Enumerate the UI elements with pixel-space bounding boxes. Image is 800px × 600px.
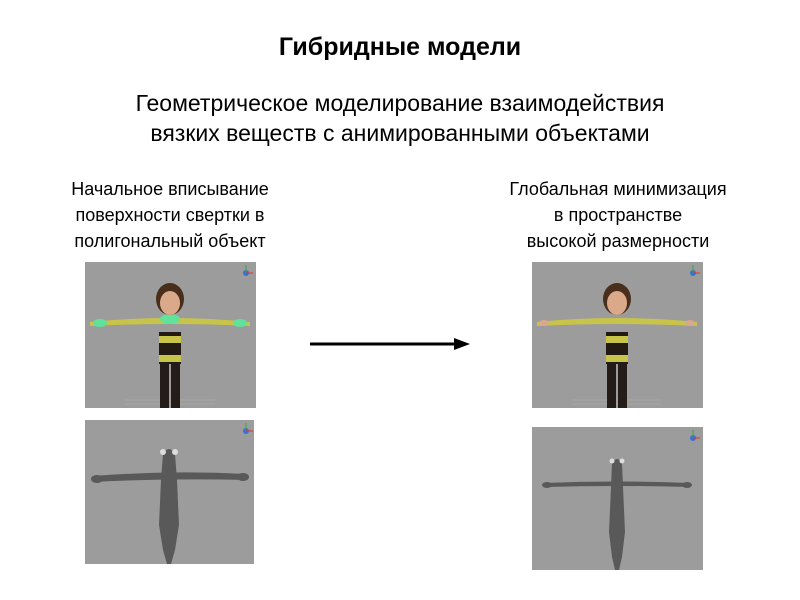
left-caption: Начальное вписывание поверхности свертки… [40, 176, 300, 254]
right-arrow-icon [310, 338, 470, 350]
right-caption-line: высокой размерности [526, 231, 710, 251]
left-caption-line: полигональный объект [74, 231, 266, 251]
left-caption-line: поверхности свертки в [75, 205, 265, 225]
slide-subtitle: Геометрическое моделирование взаимодейст… [0, 88, 800, 148]
right-caption-line: Глобальная минимизация [509, 179, 727, 199]
character-initial-fit-image [85, 262, 256, 408]
subtitle-line-2: вязких веществ с анимированными объектам… [150, 120, 650, 146]
character-optimized-image [532, 262, 703, 408]
left-caption-line: Начальное вписывание [71, 179, 269, 199]
skeleton-optimized-image [532, 427, 703, 570]
right-caption: Глобальная минимизация в пространстве вы… [488, 176, 748, 254]
slide-title: Гибридные модели [278, 33, 522, 61]
subtitle-line-1: Геометрическое моделирование взаимодейст… [135, 90, 665, 116]
right-caption-line: в пространстве [553, 205, 683, 225]
skeleton-initial-fit-image [85, 420, 254, 564]
